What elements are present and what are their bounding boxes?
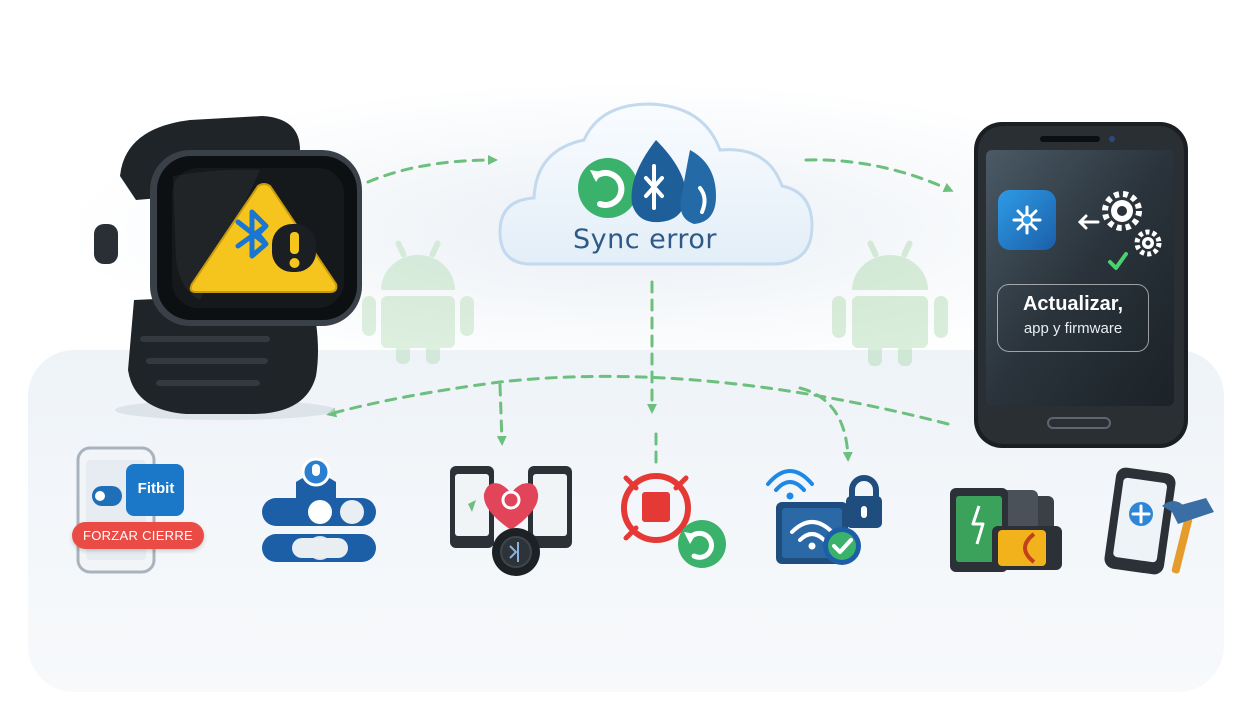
force-close-button[interactable]: FORZAR CIERRE — [72, 522, 204, 549]
force-close-tool — [76, 446, 184, 574]
bluetooth-icon — [631, 140, 686, 223]
smartwatch-warning-icon — [94, 116, 362, 420]
android-icon — [832, 240, 948, 366]
lock-icon — [823, 475, 882, 565]
cloud-icon — [498, 102, 814, 266]
update-subtitle: app y firmware — [1023, 320, 1123, 337]
android-icon — [362, 240, 474, 364]
flow-arrows — [326, 155, 954, 464]
fitbit-app-label: Fitbit — [137, 480, 175, 497]
battery-icon — [950, 488, 1062, 572]
toggle-switch-icon — [262, 457, 376, 562]
update-title: Actualizar, — [1022, 293, 1124, 315]
pairing-icon — [450, 466, 572, 576]
repair-tools-icon — [1104, 467, 1214, 575]
sync-icon — [578, 158, 638, 218]
sync-error-label: Sync error — [572, 224, 718, 255]
smartphone-icon — [974, 122, 1188, 448]
restart-icon — [621, 473, 726, 568]
gear-icon — [1102, 191, 1162, 257]
update-card: Actualizar, app y firmware — [997, 284, 1149, 352]
